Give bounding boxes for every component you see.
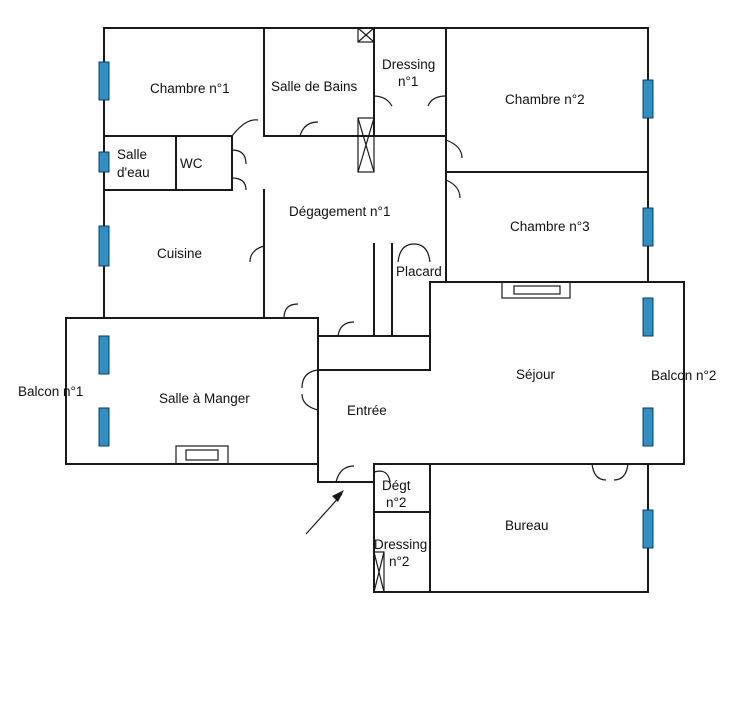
window <box>98 151 110 173</box>
window <box>642 509 654 549</box>
label-placard: Placard <box>396 264 442 279</box>
label-balcon-2: Balcon n°2 <box>651 368 716 383</box>
label-sejour: Séjour <box>516 367 556 382</box>
label-salle-deau: Salle <box>117 147 147 162</box>
window <box>98 225 110 267</box>
window <box>642 297 654 337</box>
doors <box>231 95 629 483</box>
window <box>642 207 654 247</box>
label-dressing-1-num: n°1 <box>398 74 418 89</box>
fireplaces <box>175 281 571 465</box>
windows <box>98 61 654 549</box>
label-dressing-2-num: n°2 <box>389 554 409 569</box>
label-chambre-1: Chambre n°1 <box>150 81 230 96</box>
label-balcon-1: Balcon n°1 <box>18 384 83 399</box>
label-cuisine: Cuisine <box>157 246 202 261</box>
label-dressing-1: Dressing <box>382 57 435 72</box>
room-labels: Chambre n°1 Salle de Bains Dressing n°1 … <box>18 57 716 569</box>
window <box>98 407 110 447</box>
walls <box>65 27 685 593</box>
entry-arrow <box>305 490 344 535</box>
label-degt-2: Dégt <box>382 478 411 493</box>
window <box>98 61 110 101</box>
window <box>642 407 654 447</box>
window <box>98 335 110 375</box>
label-salle-de-bains: Salle de Bains <box>271 79 358 94</box>
shafts <box>357 27 385 593</box>
label-chambre-2: Chambre n°2 <box>505 92 585 107</box>
label-dressing-2: Dressing <box>374 537 427 552</box>
label-degagement-1: Dégagement n°1 <box>289 204 390 219</box>
label-bureau: Bureau <box>505 518 549 533</box>
label-salle-deau-2: d'eau <box>117 165 150 180</box>
label-wc: WC <box>180 156 203 171</box>
label-chambre-3: Chambre n°3 <box>510 219 590 234</box>
label-entree: Entrée <box>347 403 387 418</box>
window <box>642 79 654 119</box>
label-degt-2-num: n°2 <box>386 495 406 510</box>
label-salle-a-manger: Salle à Manger <box>159 391 250 406</box>
